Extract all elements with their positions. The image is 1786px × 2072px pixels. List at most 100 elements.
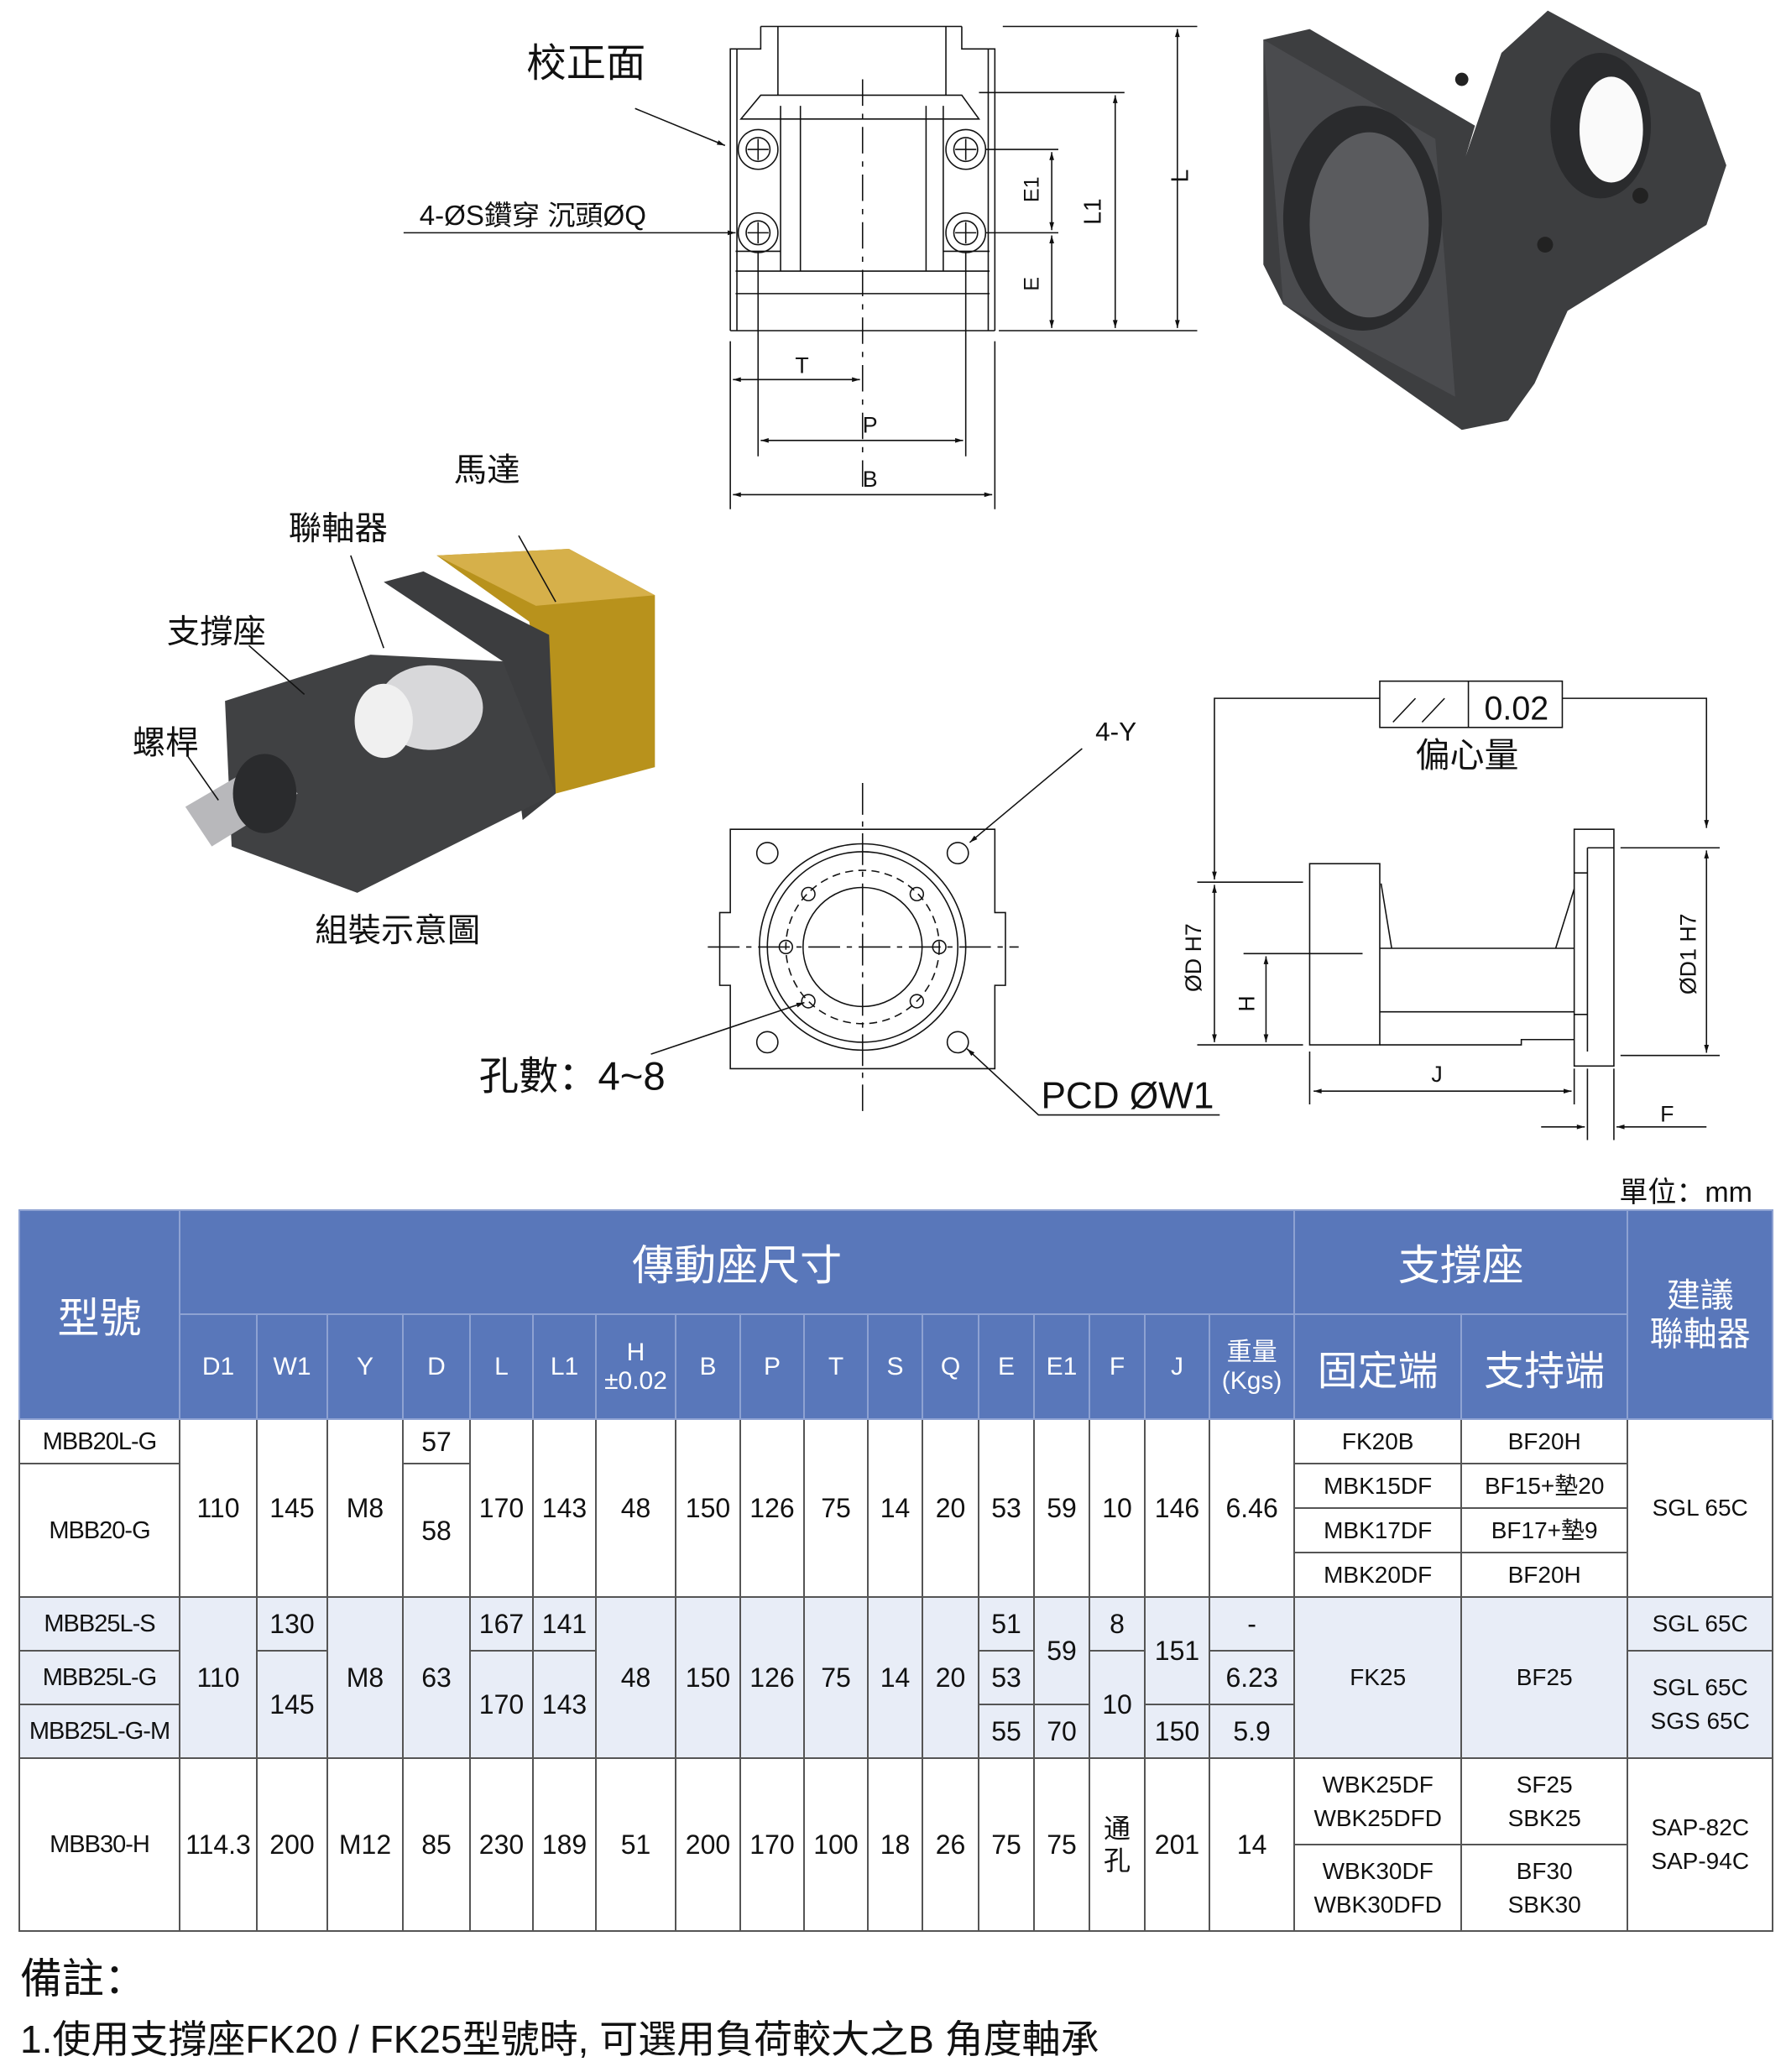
table-cell: BF25 [1460,1596,1629,1759]
table-cell: FK25 [1293,1596,1463,1759]
table-cell: 26 [922,1757,979,1932]
calibration-face-label: 校正面 [526,41,645,86]
table-cell: MBK20DF [1293,1552,1463,1598]
eccentricity-label: 偏心量 [1416,736,1519,775]
table-cell: M8 [326,1596,404,1759]
table-cell: 200 [256,1757,328,1932]
dim-E1-label: E1 [1020,176,1043,202]
dim-H-label: H [1234,995,1259,1011]
table-cell: 75 [978,1757,1035,1932]
table-cell: 59 [1033,1596,1090,1705]
table-cell: 141 [532,1596,597,1652]
column-header: F [1089,1313,1146,1420]
table-cell: MBK17DF [1293,1507,1463,1553]
dim-L1-label: L1 [1079,198,1106,225]
table-cell: SGL 65C [1627,1596,1774,1652]
table-cell: 63 [402,1596,471,1759]
table-cell: 143 [532,1650,597,1759]
table-cell: 48 [595,1596,676,1759]
column-header: S [867,1313,923,1420]
header-fixed-end: 固定端 [1293,1313,1463,1420]
table-cell: 8 [1089,1596,1146,1652]
table-cell: 18 [867,1757,923,1932]
table-cell: SF25 SBK25 [1460,1757,1629,1845]
table-cell: 53 [978,1418,1035,1598]
assembly-illustration [185,549,655,893]
column-header: W1 [256,1313,328,1420]
header-support-seat: 支撐座 [1293,1209,1629,1315]
table-cell: MBK15DF [1293,1463,1463,1509]
table-cell: 57 [402,1418,471,1464]
table-cell: 170 [469,1650,534,1759]
table-cell: 20 [922,1596,979,1759]
dim-L-label: L [1167,170,1193,183]
column-header: Q [922,1313,979,1420]
table-cell: 200 [675,1757,741,1932]
table-cell: 150 [675,1418,741,1598]
table-cell: 143 [532,1418,597,1598]
dim-D1-label: ØD1 H7 [1676,913,1701,994]
table-cell: 10 [1089,1650,1146,1759]
model-cell: MBB20-G [18,1463,180,1598]
technical-drawings: 校正面 4-ØS鑽穿 沉頭ØQ L L1 E1 E T P B 馬達 聯軸器 支… [133,10,1726,1140]
holes-spec-label: 4-ØS鑽穿 沉頭ØQ [420,201,646,232]
table-cell: 51 [978,1596,1035,1652]
model-cell: MBB25L-G-M [18,1704,180,1759]
table-cell: 75 [803,1418,869,1598]
column-header: H ±0.02 [595,1313,676,1420]
pcd-label: PCD ØW1 [1042,1076,1214,1117]
front-view-drawing [650,748,1220,1116]
hole-count-label: 孔數：4~8 [479,1055,666,1099]
table-cell: 6.46 [1208,1418,1296,1598]
table-cell: SGL 65C SGS 65C [1627,1650,1774,1759]
notes-title: 備註： [20,1955,146,2002]
top-view-drawing [403,25,1198,509]
column-header: P [739,1313,805,1420]
table-cell: WBK30DF WBK30DFD [1293,1844,1463,1932]
dim-B-label: B [863,467,878,492]
table-cell: M12 [326,1757,404,1932]
table-cell: 150 [675,1596,741,1759]
table-cell: 75 [803,1596,869,1759]
tolerance-value: 0.02 [1484,690,1548,727]
table-cell: 51 [595,1757,676,1932]
table-cell: 20 [922,1418,979,1598]
table-cell: 58 [402,1463,471,1598]
dim-T-label: T [795,352,808,378]
screw-label: 螺桿 [133,724,199,761]
table-cell: 126 [739,1596,805,1759]
y-holes-label: 4-Y [1095,717,1136,747]
table-cell: 110 [179,1596,258,1759]
table-cell: 201 [1144,1757,1210,1932]
table-cell: 151 [1144,1596,1210,1705]
table-cell: SAP-82C SAP-94C [1627,1757,1774,1932]
assembly-caption: 組裝示意圖 [315,912,480,949]
table-cell: BF17+墊9 [1460,1507,1629,1553]
header-drive-seat: 傳動座尺寸 [178,1209,1296,1315]
table-cell: WBK25DF WBK25DFD [1293,1757,1463,1845]
table-cell: 14 [1208,1757,1296,1932]
table-cell: 110 [179,1418,258,1598]
table-cell: 10 [1089,1418,1146,1598]
model-cell: MBB30-H [18,1757,180,1932]
column-header: D1 [179,1313,258,1420]
header-coupling: 建議 聯軸器 [1627,1209,1774,1420]
column-header: Y [326,1313,404,1420]
model-cell: MBB20L-G [18,1418,180,1464]
dim-D-label: ØD H7 [1181,923,1206,992]
column-header: L1 [532,1313,597,1420]
column-header: L [469,1313,534,1420]
dim-F-label: F [1660,1101,1674,1126]
column-header: B [675,1313,741,1420]
table-cell: 59 [1033,1418,1090,1598]
table-cell: 75 [1033,1757,1090,1932]
table-cell: 126 [739,1418,805,1598]
dim-P-label: P [863,412,878,437]
